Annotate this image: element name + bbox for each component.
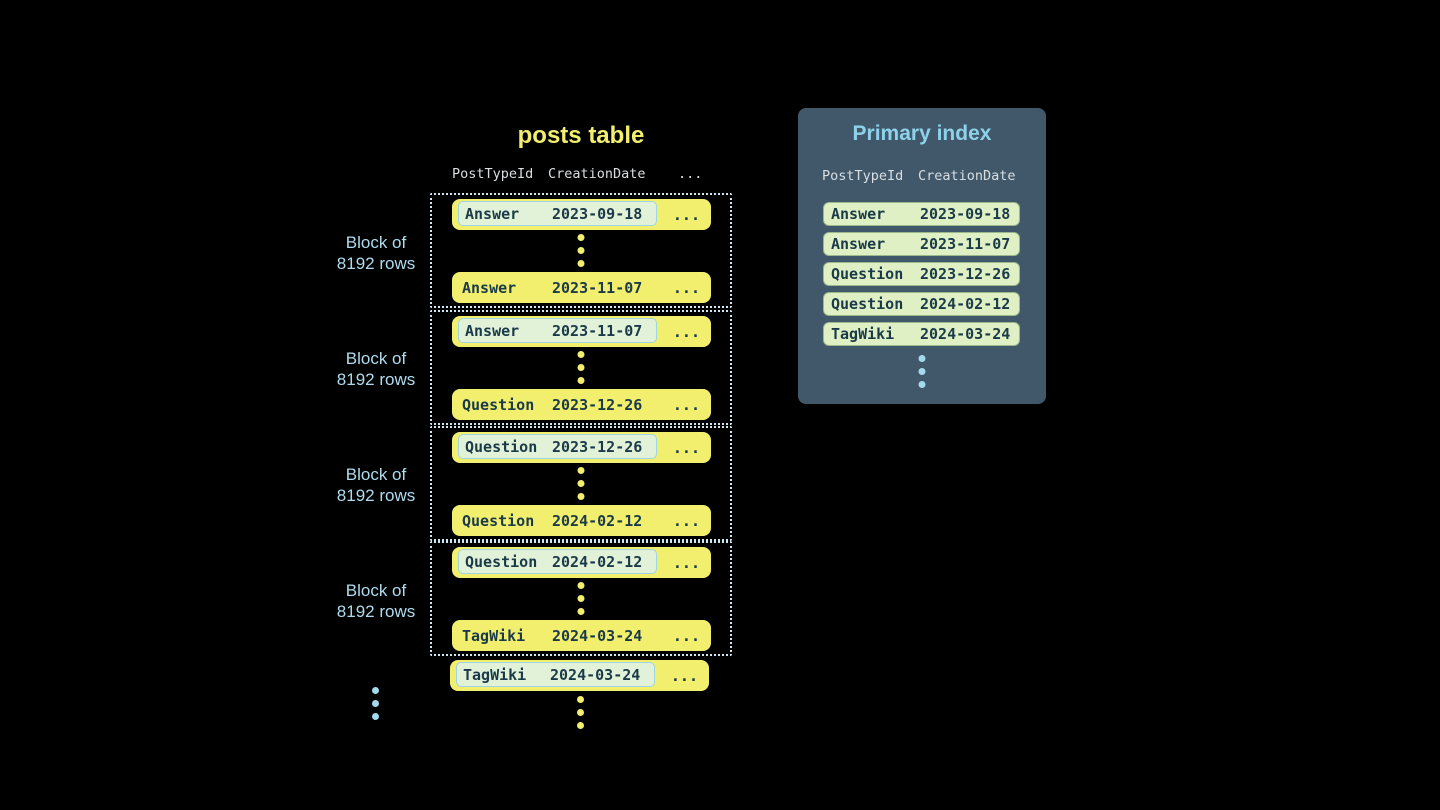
row-ellipsis: ...: [672, 395, 700, 414]
cell-post-type: Answer: [831, 235, 886, 253]
table-block-4: Question 2024-02-12 ... TagWiki 2024-03-…: [430, 541, 732, 656]
table-row: Answer 2023-11-07 ...: [452, 316, 711, 347]
cell-post-type: Question: [462, 511, 535, 530]
table-row: Question 2023-12-26 ...: [452, 432, 711, 463]
cell-post-type: Question: [465, 437, 538, 456]
row-ellipsis: ...: [672, 322, 700, 341]
cell-creation-date: 2023-12-26: [920, 265, 1011, 283]
cell-creation-date: 2023-12-26: [552, 395, 643, 414]
cell-post-type: Question: [465, 552, 538, 571]
ellipsis-dots-vertical: [577, 351, 585, 384]
table-row: Question 2024-02-12 ...: [452, 547, 711, 578]
table-row: Question 2023-12-26 ...: [452, 389, 711, 420]
cell-creation-date: 2024-02-12: [552, 552, 643, 571]
block-label-line2: 8192 rows: [336, 254, 416, 273]
block-label-line2: 8192 rows: [336, 486, 416, 505]
block-label-2: Block of 8192 rows: [296, 348, 456, 390]
cell-post-type: TagWiki: [463, 665, 527, 684]
table-block-3: Question 2023-12-26 ... Question 2024-02…: [430, 426, 732, 541]
block-label-line2: 8192 rows: [336, 370, 416, 389]
highlight-box: Question 2023-12-26: [458, 434, 657, 459]
cell-post-type: TagWiki: [462, 626, 526, 645]
ellipsis-dots-vertical: [918, 355, 926, 388]
column-header-posttypeid: PostTypeId: [822, 168, 904, 184]
row-ellipsis: ...: [672, 553, 700, 572]
cell-post-type: Question: [831, 295, 904, 313]
row-ellipsis: ...: [672, 278, 700, 297]
primary-index-title: Primary index: [852, 122, 992, 145]
block-label-line1: Block of: [345, 233, 407, 252]
highlight-box: TagWiki 2024-03-24: [456, 662, 655, 687]
cell-creation-date: 2023-11-07: [920, 235, 1011, 253]
column-header-ellipsis: ...: [678, 166, 703, 182]
cell-post-type: Answer: [462, 278, 517, 297]
cell-post-type: TagWiki: [831, 325, 895, 343]
cell-creation-date: 2023-11-07: [552, 278, 643, 297]
ellipsis-dots-vertical: [577, 696, 584, 729]
index-row: TagWiki 2024-03-24: [823, 322, 1020, 346]
column-header-creationdate: CreationDate: [548, 166, 646, 182]
cell-post-type: Answer: [831, 205, 886, 223]
block-label-1: Block of 8192 rows: [296, 232, 456, 274]
cell-creation-date: 2023-09-18: [920, 205, 1011, 223]
index-row: Question 2023-12-26: [823, 262, 1020, 286]
block-label-line2: 8192 rows: [336, 602, 416, 621]
primary-index-column-headers: PostTypeId CreationDate: [822, 168, 1016, 184]
index-row: Answer 2023-11-07: [823, 232, 1020, 256]
cell-creation-date: 2023-12-26: [552, 437, 643, 456]
table-block-1: Answer 2023-09-18 ... Answer 2023-11-07 …: [430, 193, 732, 308]
block-label-line1: Block of: [345, 349, 407, 368]
table-row: Question 2024-02-12 ...: [452, 505, 711, 536]
row-ellipsis: ...: [672, 205, 700, 224]
ellipsis-dots-vertical: [577, 234, 585, 267]
table-row-overflow: TagWiki 2024-03-24 ...: [450, 660, 709, 691]
cell-post-type: Answer: [465, 204, 520, 223]
index-row: Answer 2023-09-18: [823, 202, 1020, 226]
cell-creation-date: 2023-09-18: [552, 204, 643, 223]
cell-creation-date: 2024-03-24: [920, 325, 1011, 343]
posts-table-column-headers: PostTypeId CreationDate ...: [430, 166, 732, 182]
index-row: Question 2024-02-12: [823, 292, 1020, 316]
highlight-box: Answer 2023-09-18: [458, 201, 657, 226]
cell-creation-date: 2024-02-12: [920, 295, 1011, 313]
row-ellipsis: ...: [672, 511, 700, 530]
cell-post-type: Answer: [465, 321, 520, 340]
cell-creation-date: 2023-11-07: [552, 321, 643, 340]
block-label-line1: Block of: [345, 581, 407, 600]
primary-index-rows: Answer 2023-09-18 Answer 2023-11-07 Ques…: [823, 202, 1020, 352]
ellipsis-dots-vertical: [577, 582, 585, 615]
row-ellipsis: ...: [672, 626, 700, 645]
row-ellipsis: ...: [670, 666, 698, 685]
cell-post-type: Question: [831, 265, 904, 283]
row-ellipsis: ...: [672, 438, 700, 457]
primary-index-panel: Primary index PostTypeId CreationDate An…: [798, 108, 1046, 404]
table-row: Answer 2023-11-07 ...: [452, 272, 711, 303]
block-label-3: Block of 8192 rows: [296, 464, 456, 506]
highlight-box: Answer 2023-11-07: [458, 318, 657, 343]
posts-table-title: posts table: [517, 122, 645, 149]
table-row: TagWiki 2024-03-24 ...: [452, 620, 711, 651]
column-header-posttypeid: PostTypeId: [452, 166, 534, 182]
cell-post-type: Question: [462, 395, 535, 414]
cell-creation-date: 2024-02-12: [552, 511, 643, 530]
table-block-2: Answer 2023-11-07 ... Question 2023-12-2…: [430, 310, 732, 425]
highlight-box: Question 2024-02-12: [458, 549, 657, 574]
block-label-line1: Block of: [345, 465, 407, 484]
ellipsis-dots-vertical: [577, 467, 585, 500]
table-row: Answer 2023-09-18 ...: [452, 199, 711, 230]
block-label-4: Block of 8192 rows: [296, 580, 456, 622]
ellipsis-dots-vertical: [372, 687, 379, 720]
cell-creation-date: 2024-03-24: [552, 626, 643, 645]
column-header-creationdate: CreationDate: [918, 168, 1016, 184]
cell-creation-date: 2024-03-24: [550, 665, 641, 684]
